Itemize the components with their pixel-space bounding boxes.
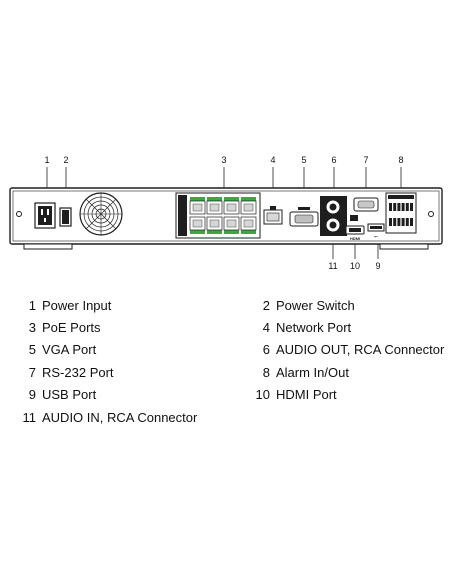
legend-item: 10 HDMI Port xyxy=(254,387,337,402)
legend-item: 6 AUDIO OUT, RCA Connector xyxy=(262,342,445,357)
callout-5: 5 xyxy=(301,155,306,165)
callout-3: 3 xyxy=(221,155,226,165)
rear-panel-diagram: 1 2 3 4 5 6 7 8 11 10 9 xyxy=(9,155,443,271)
alarm-pin xyxy=(393,203,397,211)
poe-port xyxy=(206,197,223,215)
screw-right xyxy=(428,211,434,217)
callout-6: 6 xyxy=(331,155,336,165)
legend-label: AUDIO IN, RCA Connector xyxy=(42,410,198,425)
screw-left xyxy=(16,211,22,217)
callout-8: 8 xyxy=(398,155,403,165)
poe-port xyxy=(223,197,240,215)
poe-port xyxy=(223,216,240,234)
legend-label: Network Port xyxy=(276,320,352,335)
legend-label: Power Input xyxy=(42,298,112,313)
callout-2: 2 xyxy=(63,155,68,165)
foot-left xyxy=(23,243,73,250)
audio-rca-block xyxy=(320,196,347,236)
legend-label: Power Switch xyxy=(276,298,355,313)
callout-11: 11 xyxy=(328,261,337,271)
legend-item: 1 Power Input xyxy=(28,298,112,313)
fan-grille xyxy=(79,192,123,236)
legend-label: AUDIO OUT, RCA Connector xyxy=(276,342,445,357)
legend-number: 8 xyxy=(262,365,270,380)
legend-label: VGA Port xyxy=(42,342,97,357)
alarm-pin xyxy=(405,203,409,211)
legend-item: 3 PoE Ports xyxy=(28,320,101,335)
callout-9: 9 xyxy=(375,261,380,271)
legend-item: 5 VGA Port xyxy=(28,342,96,357)
callout-1: 1 xyxy=(44,155,49,165)
legend-label: Alarm In/Out xyxy=(276,365,349,380)
legend-number: 5 xyxy=(28,342,36,357)
usb-port: ⭠ xyxy=(367,223,385,240)
legend-number: 9 xyxy=(28,387,36,402)
network-port xyxy=(263,206,283,225)
hdmi-port: HDMI xyxy=(345,225,365,241)
power-input-socket xyxy=(34,202,56,229)
legend-number: 1 xyxy=(28,298,36,313)
legend-number: 2 xyxy=(262,298,270,313)
legend-number: 7 xyxy=(28,365,36,380)
foot-right xyxy=(379,243,429,250)
poe-ports xyxy=(175,192,261,239)
poe-port xyxy=(240,216,257,234)
poe-port xyxy=(240,197,257,215)
poe-port xyxy=(206,216,223,234)
legend-label: PoE Ports xyxy=(42,320,101,335)
callout-4: 4 xyxy=(270,155,275,165)
alarm-pin xyxy=(405,218,409,226)
legend: 1 Power Input 2 Power Switch 3 PoE Ports 4 Netw… xyxy=(0,296,452,436)
legend-item: 9 USB Port xyxy=(28,387,96,402)
alarm-pin xyxy=(389,218,392,226)
legend-label: HDMI Port xyxy=(276,387,337,402)
legend-item: 11 AUDIO IN, RCA Connector xyxy=(20,410,198,425)
alarm-pin xyxy=(393,218,397,226)
legend-number: 6 xyxy=(262,342,270,357)
hdmi-logo: HDMI xyxy=(350,236,360,241)
alarm-terminal xyxy=(385,192,417,234)
legend-item: 8 Alarm In/Out xyxy=(262,365,349,380)
alarm-pin xyxy=(389,203,392,211)
alarm-pin xyxy=(410,203,413,211)
alarm-pin xyxy=(397,218,401,226)
rs232-port xyxy=(350,197,379,221)
legend-label: RS-232 Port xyxy=(42,365,114,380)
legend-item: 4 Network Port xyxy=(262,320,351,335)
alarm-pin xyxy=(401,203,405,211)
legend-number: 11 xyxy=(22,410,37,425)
alarm-pin xyxy=(401,218,405,226)
legend-number: 10 xyxy=(255,387,270,402)
vga-port xyxy=(289,207,319,227)
callout-7: 7 xyxy=(363,155,368,165)
usb-symbol: ⭠ xyxy=(374,234,378,240)
alarm-pin xyxy=(410,218,413,226)
legend-number: 3 xyxy=(28,320,36,335)
poe-port xyxy=(189,216,206,234)
legend-label: USB Port xyxy=(42,387,97,402)
poe-port xyxy=(189,197,206,215)
legend-item: 7 RS-232 Port xyxy=(28,365,114,380)
legend-number: 4 xyxy=(262,320,270,335)
callout-10: 10 xyxy=(350,261,360,271)
power-switch xyxy=(59,207,72,227)
alarm-pin xyxy=(397,203,401,211)
legend-item: 2 Power Switch xyxy=(262,298,355,313)
